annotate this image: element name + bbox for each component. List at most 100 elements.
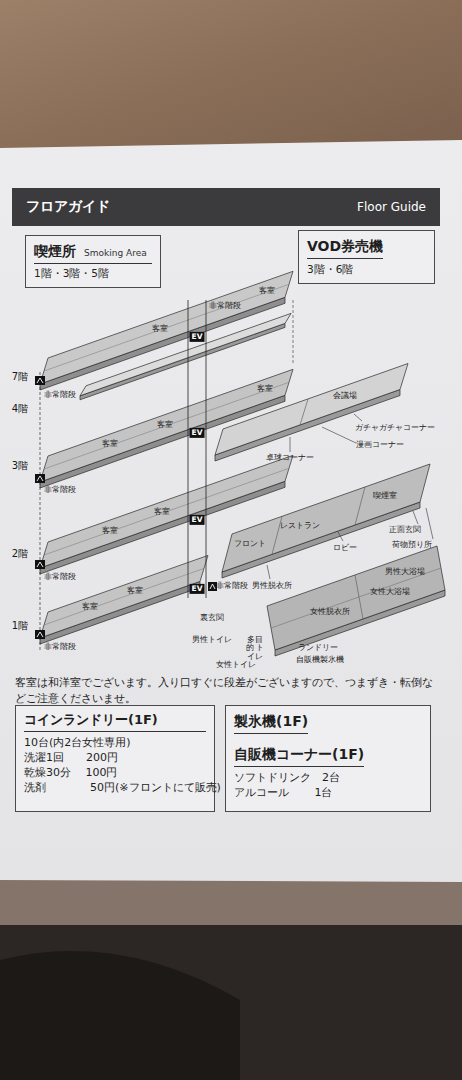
room-label: 喫煙室 [373, 492, 397, 500]
leader-line [290, 437, 291, 452]
area-label: 裏玄関 [200, 614, 224, 622]
elevator-mark: EV [190, 584, 205, 594]
table-row: 乾燥30分 100円 [24, 766, 206, 781]
stair-figure [210, 584, 215, 589]
stair-icon [35, 630, 45, 639]
leader-line [322, 427, 356, 443]
room-label: 男性大浴場 [385, 568, 425, 576]
table-row: 洗剤 50円(※フロントにて販売) [24, 781, 206, 796]
box-subheading: Smoking Area [84, 248, 147, 258]
wood-table [0, 880, 462, 930]
stair-icon [35, 474, 45, 483]
room-label: 客室 [102, 526, 118, 534]
note-text: 客室は和洋室でございます。入り口すぐに段差がございますので、つまずき・転倒などご… [15, 675, 433, 706]
floor-number: 4階 [12, 403, 28, 414]
box-heading: コインランドリー(1F) [24, 711, 206, 732]
elevator-mark: EV [190, 515, 205, 525]
table-row: 洗濯1回 200円 [24, 751, 206, 766]
room-label: 客室 [152, 324, 168, 332]
heading-rule: 喫煙所 Smoking Area [34, 241, 152, 264]
box-heading: 製氷機(1F) [234, 713, 308, 734]
room-label: 客室 [127, 587, 143, 595]
dark-floor [0, 925, 462, 1080]
room-label: レストラン [280, 522, 320, 530]
floor-slab [40, 555, 208, 638]
leader-line [338, 532, 343, 541]
area-label: 正面玄関 [389, 526, 421, 534]
room-divider [300, 399, 308, 425]
area-label: 非常階段 [44, 391, 76, 399]
area-label: ランドリー [298, 644, 338, 652]
area-label: 非常階段 [44, 486, 76, 494]
room-label: 客室 [259, 286, 275, 294]
elevator-shaft [206, 300, 207, 598]
room-label: 客室 [257, 385, 273, 393]
table-row: アルコール 1台 [234, 786, 422, 801]
box-heading: 喫煙所 [34, 243, 76, 261]
floor-number: 1階 [12, 620, 28, 631]
area-label: 非常階段 [209, 301, 241, 309]
table-row: ソフトドリンク 2台 [234, 771, 422, 786]
wood-table [0, 0, 462, 150]
bath-wing [267, 546, 445, 650]
area-label: 荷物預り所 [392, 541, 432, 549]
leader-line [413, 511, 418, 524]
area-label: 漫画コーナー [356, 441, 404, 449]
floor-wing [222, 464, 430, 572]
area-label: 非常階段 [44, 573, 76, 581]
leader-line [267, 565, 270, 579]
box-body: 1階・3階・5階 [34, 267, 152, 281]
info-box: VOD券売機 3階・6階 [298, 230, 435, 284]
box-body: 3階・6階 [307, 263, 426, 277]
stair-icon [208, 582, 217, 591]
room-label: フロント [234, 540, 266, 548]
area-label: 男性脱衣所 [252, 582, 292, 590]
room-label: 客室 [102, 440, 118, 448]
paper-sheet [0, 140, 462, 882]
elevator-mark: EV [190, 332, 205, 342]
room-divider [271, 568, 441, 628]
room-divider [355, 487, 365, 525]
room-label: 客室 [154, 508, 170, 516]
dashed-guide [293, 300, 294, 365]
stair-icon [35, 376, 45, 385]
stair-figure [37, 562, 43, 567]
room-label: 女性大浴場 [370, 588, 410, 596]
box-heading: VOD券売機 [307, 238, 383, 259]
area-label: ガチャガチャコーナー [355, 424, 435, 432]
info-box: コインランドリー(1F) 10台(内2台女性専用)洗濯1回 200円乾燥30分 1… [15, 705, 215, 812]
floor-number: 7階 [12, 371, 28, 382]
floor-number: 3階 [12, 460, 28, 471]
floor-wing [215, 364, 408, 456]
table-row: 10台(内2台女性専用) [24, 736, 206, 751]
floor-number: 2階 [12, 548, 28, 559]
area-label: 卓球コーナー [266, 454, 314, 462]
box-heading: 自販機コーナー(1F) [234, 746, 364, 767]
corridor-line [44, 468, 289, 555]
info-box: 製氷機(1F) 自販機コーナー(1F) ソフトドリンク 2台アルコール 1台 [225, 705, 431, 812]
leader-line [426, 508, 433, 539]
elevator-mark: EV [190, 428, 205, 438]
stair-icon [35, 560, 45, 569]
elevator-shaft [188, 300, 189, 598]
stair-figure [37, 476, 43, 481]
room-label: 客室 [82, 603, 98, 611]
header-band: フロアガイド Floor Guide [12, 188, 440, 226]
area-label: 非常階段 [44, 643, 76, 651]
page-title: フロアガイド [26, 198, 110, 216]
page-subtitle: Floor Guide [357, 200, 426, 214]
dashed-guide [40, 372, 41, 652]
room-label: 会議場 [333, 392, 357, 400]
corridor-line [44, 568, 204, 625]
area-label: 非常階段 [216, 582, 248, 590]
stair-figure [37, 632, 43, 637]
area-label: 多目的 トイレ [243, 636, 266, 661]
area-label: 自販機製氷機 [296, 656, 344, 664]
room-label: 女性脱衣所 [310, 608, 350, 616]
area-label: 男性トイレ [192, 636, 232, 644]
info-box: 喫煙所 Smoking Area 1階・3階・5階 [25, 235, 161, 288]
area-label: ロビー [333, 544, 357, 552]
stair-figure [37, 378, 43, 383]
leader-line [354, 414, 362, 421]
